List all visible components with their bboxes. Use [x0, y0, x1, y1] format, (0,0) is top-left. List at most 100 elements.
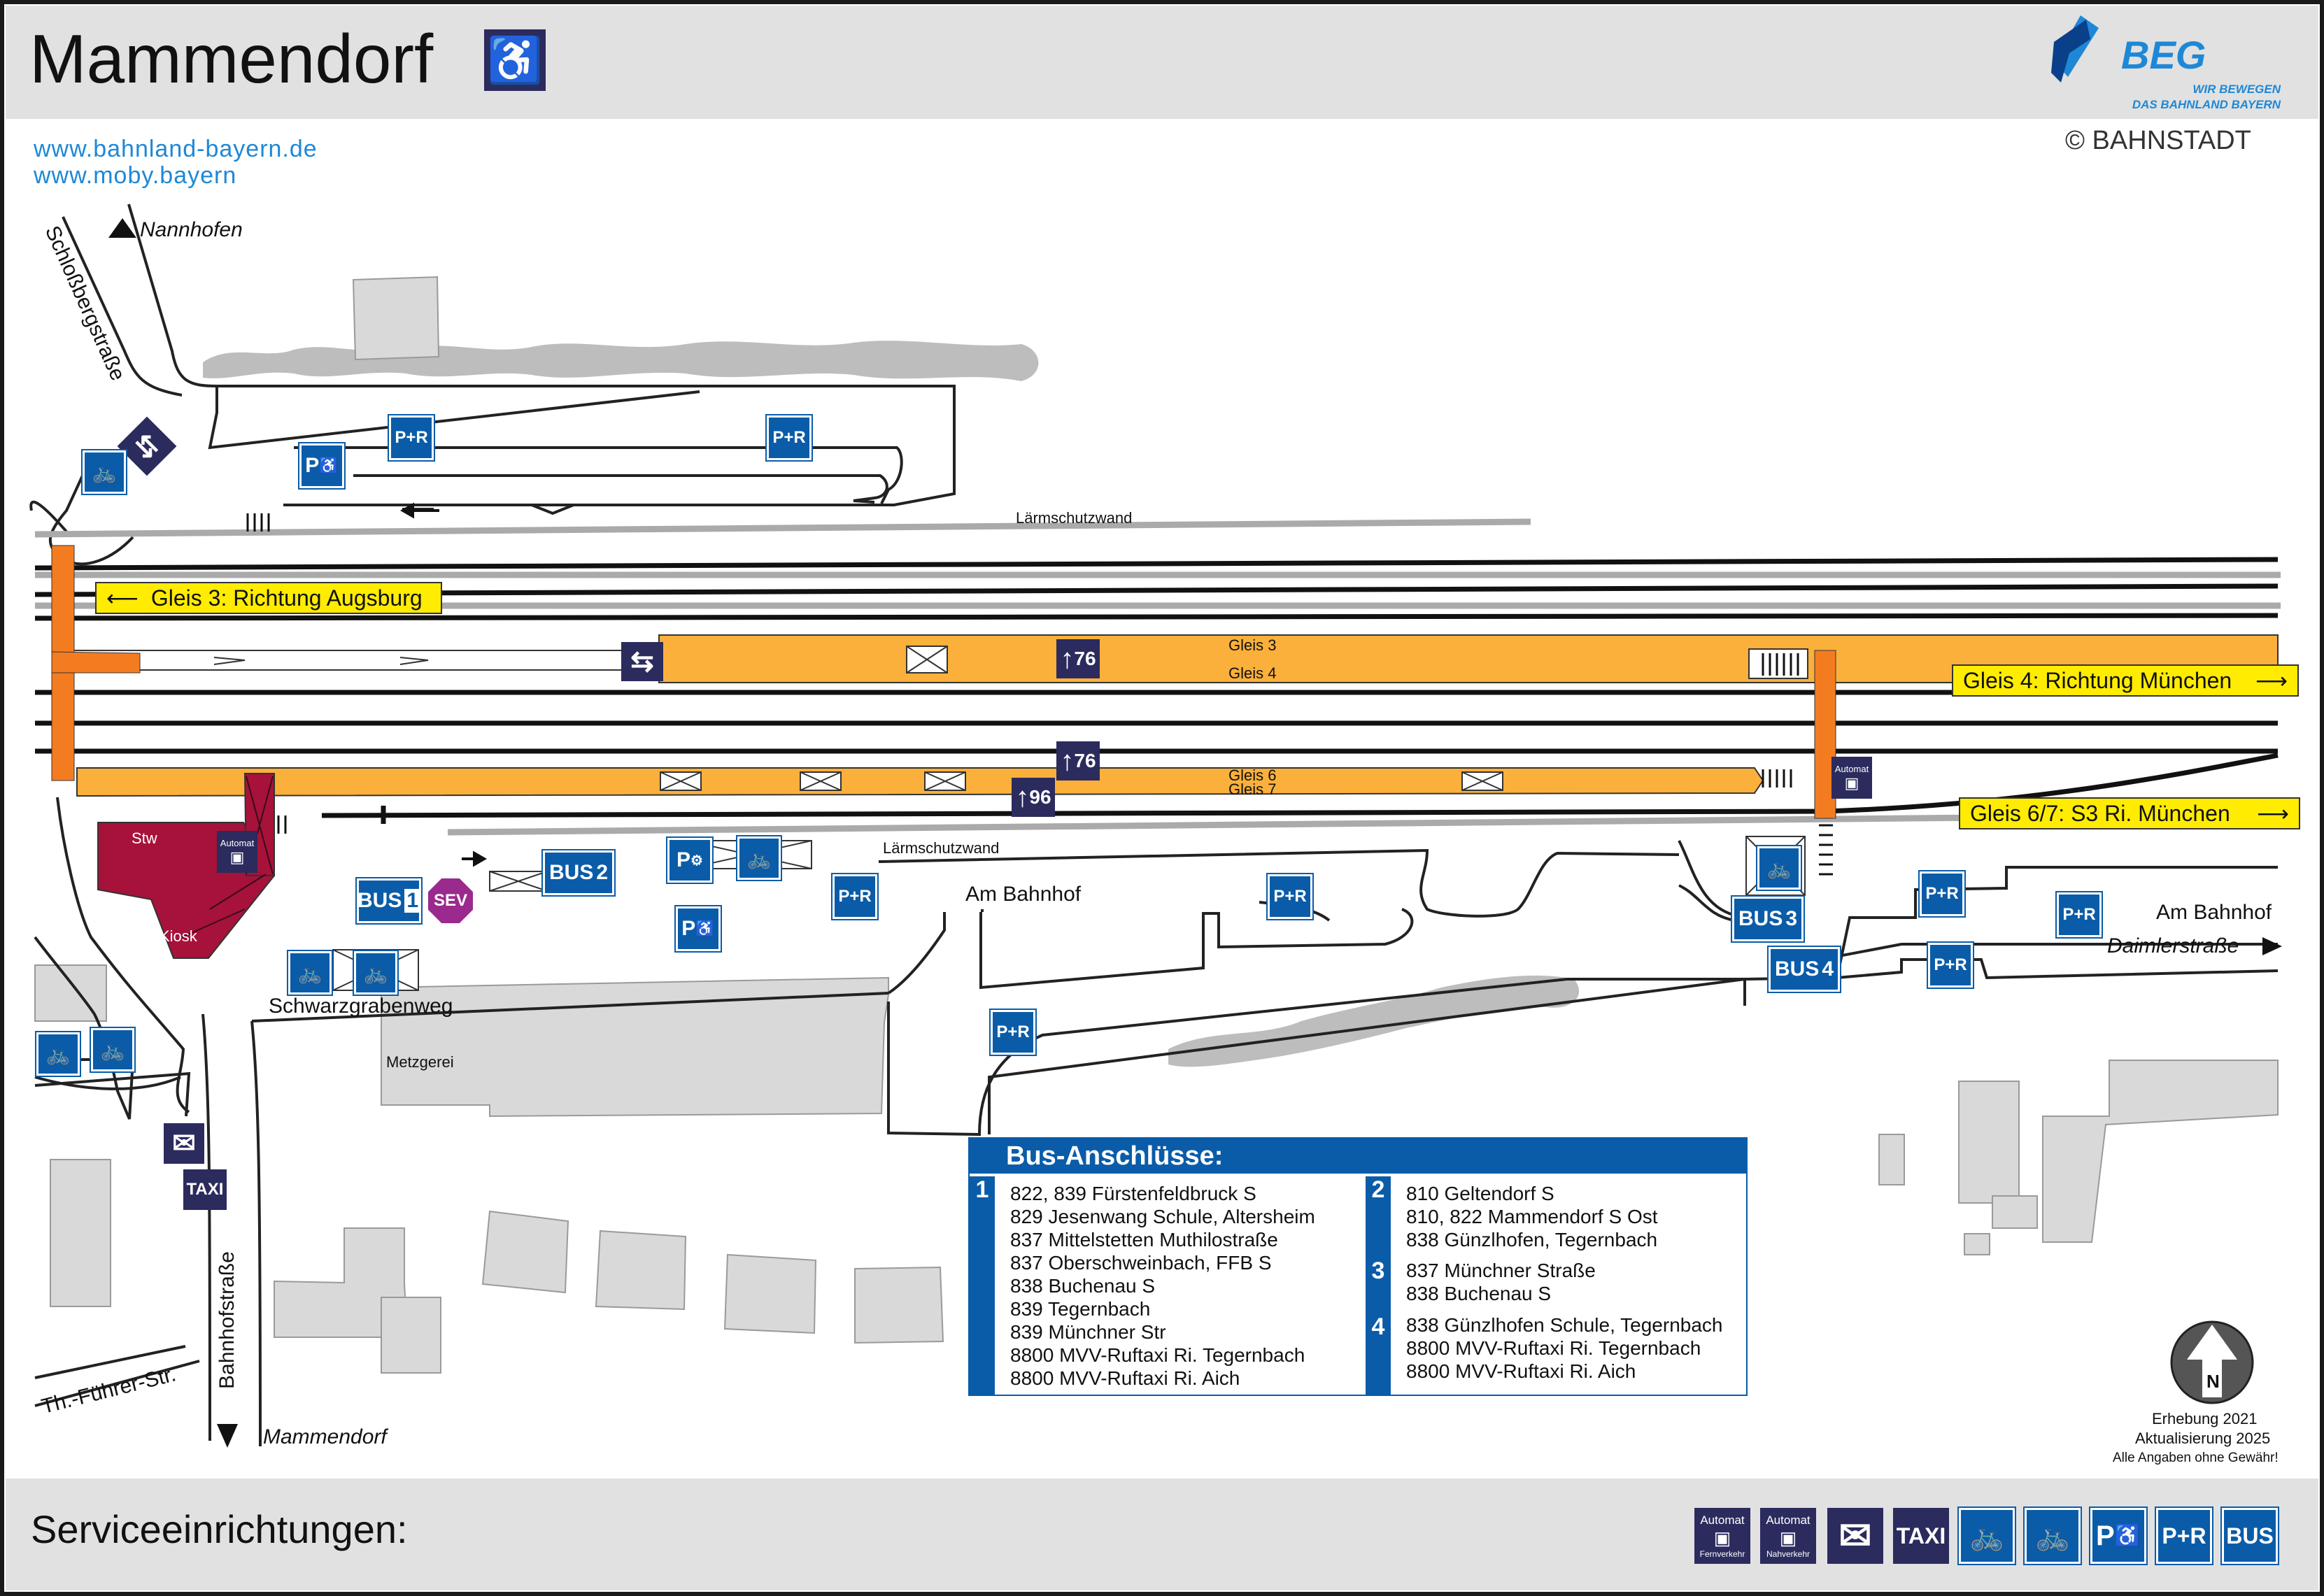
bus-line: 837 Oberschweinbach, FFB S	[1010, 1252, 1272, 1274]
covered-bike-parking-icon: 🚲	[81, 449, 127, 495]
label-gleis-6: Gleis 6	[1228, 767, 1277, 784]
taxi-icon: TAXI	[183, 1169, 227, 1210]
page-title: Mammendorf	[29, 20, 434, 97]
arrow-right-icon: ⟶	[2255, 668, 2288, 693]
bus-line: 838 Günzlhofen, Tegernbach	[1406, 1229, 1658, 1251]
bus-line: 839 Münchner Str	[1010, 1321, 1166, 1343]
label-bahnhofstrasse: Bahnhofstraße	[215, 1251, 239, 1389]
stairs-96-steps-icon: ↑96	[1012, 778, 1055, 817]
icon-top-label: Automat	[1766, 1513, 1811, 1527]
bus-connections-table: Bus-Anschlüsse: 1 2 3 4 822, 839 Fürsten…	[968, 1137, 1748, 1396]
sev-rail-replacement-icon: SEV	[428, 878, 473, 923]
label-daimlerstrasse: Daimlerstraße	[2107, 934, 2239, 957]
bus-group-number: 2	[1371, 1176, 1385, 1203]
update-note: Aktualisierung 2025	[2135, 1430, 2271, 1447]
label-nannhofen: Nannhofen	[140, 218, 243, 241]
bus-label: BUS	[1774, 957, 1820, 981]
bus-label: BUS	[357, 889, 402, 912]
label-gleis-3: Gleis 3	[1228, 636, 1277, 654]
bus-stop-number: 2	[596, 861, 609, 884]
mailbox-icon: ✉	[164, 1123, 204, 1164]
step-count: 96	[1029, 786, 1051, 808]
p-label: P	[676, 848, 691, 871]
label-gleis-7: Gleis 7	[1228, 781, 1277, 798]
park-and-ride-icon: P+R	[388, 414, 435, 462]
ticket-machine-long-distance-icon: Automat▣Fernverkehr	[1694, 1508, 1750, 1564]
step-count: 76	[1074, 750, 1096, 771]
survey-note: Erhebung 2021	[2152, 1410, 2258, 1427]
bus-line: 838 Günzlhofen Schule, Tegernbach	[1406, 1314, 1723, 1336]
bus-line: 810 Geltendorf S	[1406, 1183, 1554, 1204]
stair-steps	[246, 513, 1833, 876]
compass	[2170, 1320, 2254, 1404]
covered-bike-parking-icon: 🚲	[736, 835, 782, 881]
beg-tagline-1: WIR BEWEGEN	[2192, 83, 2281, 96]
sign-gleis-4-label: Gleis 4: Richtung München	[1963, 667, 2232, 693]
bus-group-number: 1	[970, 1176, 995, 1395]
bus-line: 8800 MVV-Ruftaxi Ri. Aich	[1406, 1360, 1636, 1382]
p-label: P	[305, 454, 320, 477]
bus-stop-number: 4	[1822, 957, 1834, 981]
bus-line: 8800 MVV-Ruftaxi Ri. Tegernbach	[1406, 1337, 1701, 1359]
motorbike-parking-icon: P⚙	[666, 836, 714, 884]
header-bar	[6, 6, 2318, 119]
sign-gleis-3-label: Gleis 3: Richtung Augsburg	[150, 585, 423, 611]
upper-parking	[215, 385, 954, 515]
sign-gleis-4: Gleis 4: Richtung München ⟶	[1952, 664, 2299, 697]
covered-bike-parking-icon: 🚲	[1756, 845, 1802, 891]
label-am-bahnhof-east: Am Bahnhof	[2156, 901, 2272, 924]
header-wheelchair-bg	[484, 29, 546, 91]
arrow-left-icon: ⟵	[106, 585, 139, 611]
icon-bottom-label: Fernverkehr	[1699, 1548, 1745, 1559]
sign-gleis-3: ⟵ Gleis 3: Richtung Augsburg	[95, 582, 442, 614]
park-and-ride-icon: P+R	[1927, 941, 1974, 989]
label-am-bahnhof: Am Bahnhof	[965, 883, 1082, 906]
roads	[29, 204, 2279, 1447]
beg-logo-text: BEG	[2121, 33, 2206, 77]
covered-bike-parking-icon: 🚲	[353, 950, 399, 996]
bike-parking-icon: 🚲	[287, 950, 333, 996]
p-label: P	[681, 917, 696, 940]
label-laermschutzwand: Lärmschutzwand	[883, 839, 1000, 857]
label-mammendorf-south: Mammendorf	[263, 1425, 387, 1448]
platforms	[69, 634, 2279, 797]
label-stellwerk: Stw	[132, 829, 157, 847]
ticket-machine-icon: Automat▣	[1831, 757, 1872, 799]
bus-line: 8800 MVV-Ruftaxi Ri. Aich	[1010, 1367, 1240, 1389]
bus-line: 829 Jesenwang Schule, Altersheim	[1010, 1206, 1315, 1227]
bus-connections-title: Bus-Anschlüsse:	[970, 1139, 1746, 1174]
automat-label: Automat	[220, 837, 255, 848]
link-bahnland-bayern[interactable]: www.bahnland-bayern.de	[34, 136, 318, 162]
p-label: P	[2095, 1520, 2115, 1551]
bike-parking-icon: 🚲	[2023, 1506, 2082, 1565]
mail-icon: ✉	[1827, 1508, 1883, 1564]
label-gleis-4: Gleis 4	[1228, 664, 1277, 682]
label-kiosk: Kiosk	[160, 927, 197, 945]
compass-north-label: N	[2205, 1371, 2221, 1392]
accessible-parking-icon: P♿	[298, 442, 346, 490]
bike-parking-icon: 🚲	[90, 1027, 136, 1073]
icon-bottom-label: Nahverkehr	[1766, 1548, 1811, 1559]
link-moby-bayern[interactable]: www.moby.bayern	[34, 162, 237, 189]
covered-bike-parking-icon: 🚲	[35, 1031, 81, 1077]
label-metzgerei: Metzgerei	[386, 1053, 454, 1071]
park-and-ride-icon: P+R	[2155, 1506, 2213, 1565]
accessible-parking-icon: P♿	[2089, 1506, 2148, 1565]
icon-top-label: Automat	[1700, 1513, 1745, 1527]
bus-group-number: 4	[1371, 1313, 1385, 1340]
automat-label: Automat	[1834, 763, 1869, 774]
label-schwarzgrabenweg: Schwarzgrabenweg	[269, 995, 453, 1018]
covered-bike-parking-icon: 🚲	[1957, 1506, 2016, 1565]
park-and-ride-icon: P+R	[831, 873, 879, 920]
park-and-ride-icon: P+R	[2055, 891, 2103, 939]
accessible-parking-icon: P♿	[674, 905, 722, 953]
park-and-ride-icon: P+R	[1266, 873, 1314, 920]
arrow-right-icon: ⟶	[2257, 801, 2289, 826]
platform-gleis-3-4-west	[69, 650, 653, 671]
bus-line: 838 Buchenau S	[1406, 1283, 1552, 1304]
sign-gleis-6-7-label: Gleis 6/7: S3 Ri. München	[1970, 800, 2230, 826]
